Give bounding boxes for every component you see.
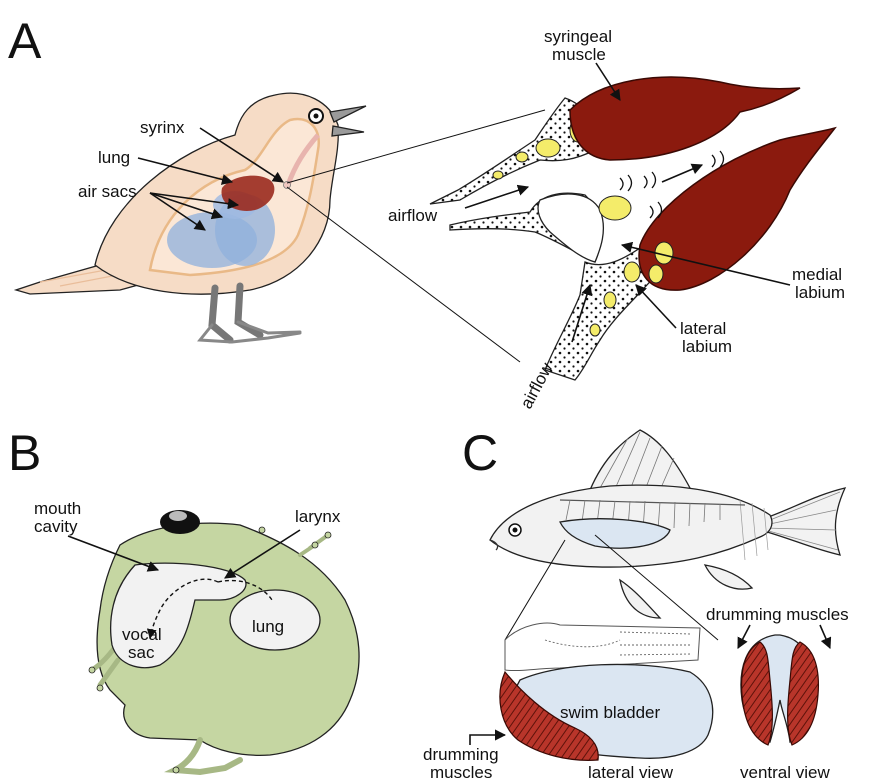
label-syringeal-muscle-1: syringeal — [544, 27, 612, 46]
panel-label-a: A — [8, 13, 42, 69]
bird-illustration — [16, 93, 366, 342]
label-lateral-labium-1: lateral — [680, 319, 726, 338]
label-ventral-view: ventral view — [740, 763, 830, 781]
label-lateral-labium-2: labium — [682, 337, 732, 356]
label-drumming-muscles-1: drumming — [423, 745, 499, 764]
label-medial-labium-1: medial — [792, 265, 842, 284]
label-lung: lung — [98, 148, 130, 167]
fish-illustration — [490, 430, 845, 760]
pointer-drumming-right — [820, 625, 830, 648]
panel-label-c: C — [462, 425, 498, 481]
label-larynx: larynx — [295, 507, 341, 526]
syrinx-detail-illustration — [430, 77, 835, 380]
label-drumming-muscles-ventral: drumming muscles — [706, 605, 849, 624]
label-vocal-sac-2: sac — [128, 643, 155, 662]
label-mouth-cavity-1: mouth — [34, 499, 81, 518]
label-medial-labium-2: labium — [795, 283, 845, 302]
label-swim-bladder: swim bladder — [560, 703, 660, 722]
label-syrinx: syrinx — [140, 118, 185, 137]
label-air-sacs: air sacs — [78, 182, 137, 201]
pointer-lateral-labium — [636, 285, 676, 328]
label-drumming-muscles-2: muscles — [430, 763, 492, 781]
label-syringeal-muscle-2: muscle — [552, 45, 606, 64]
label-airflow-top: airflow — [388, 206, 438, 225]
label-airflow-bottom: airflow — [517, 359, 557, 412]
label-lateral-view: lateral view — [588, 763, 674, 781]
pointer-drumming-lateral — [470, 735, 505, 745]
pointer-drumming-left — [738, 625, 750, 648]
label-mouth-cavity-2: cavity — [34, 517, 78, 536]
label-vocal-sac-1: vocal — [122, 625, 162, 644]
label-frog-lung: lung — [252, 617, 284, 636]
panel-label-b: B — [8, 425, 41, 481]
